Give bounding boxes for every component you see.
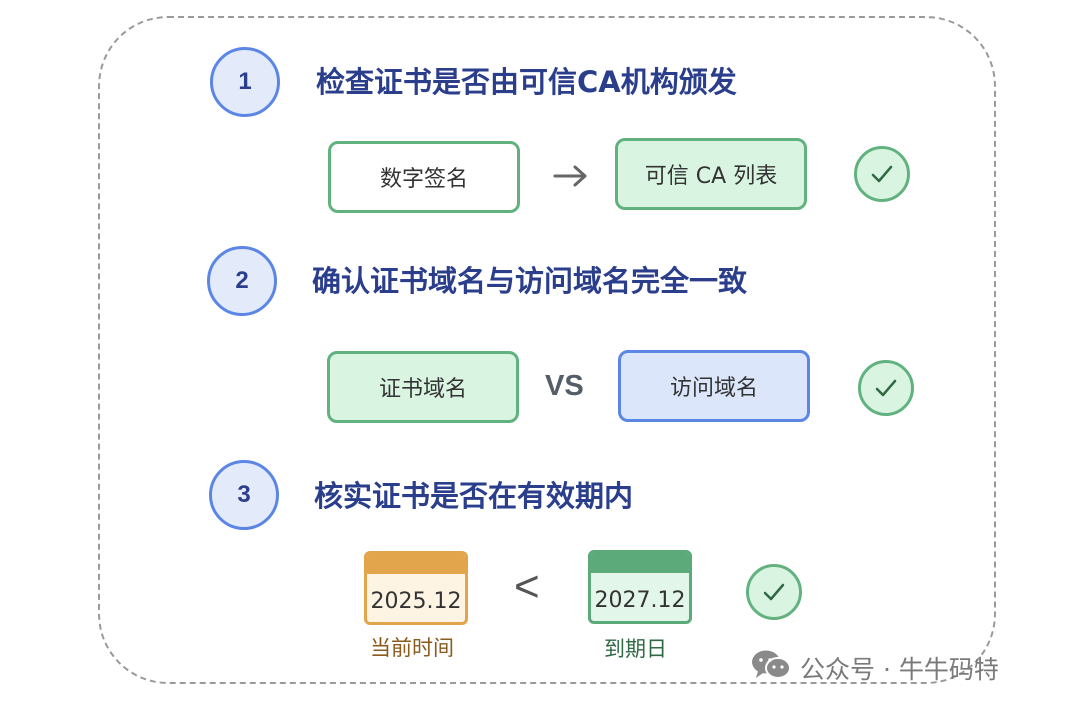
access-domain-box: 访问域名 bbox=[618, 350, 810, 422]
step-2-title: 确认证书域名与访问域名完全一致 bbox=[312, 264, 748, 298]
wechat-icon bbox=[750, 648, 792, 688]
calendar-icon-expiry: 2027.12 bbox=[588, 550, 692, 624]
digital-signature-label: 数字签名 bbox=[379, 167, 468, 192]
step-1-number: 1 bbox=[238, 68, 252, 95]
access-domain-label: 访问域名 bbox=[669, 376, 758, 401]
less-than-symbol: < bbox=[514, 562, 540, 611]
step-3-number: 3 bbox=[237, 481, 251, 508]
check-icon bbox=[746, 564, 802, 620]
watermark: 公众号 · 牛牛码特 bbox=[750, 648, 999, 688]
check-icon bbox=[854, 146, 910, 202]
step-2-circle: 2 bbox=[207, 246, 277, 316]
calendar-icon-current: 2025.12 bbox=[364, 551, 468, 625]
step-3-title: 核实证书是否在有效期内 bbox=[314, 479, 634, 513]
arrow-right-icon bbox=[549, 156, 593, 196]
current-date: 2025.12 bbox=[370, 588, 462, 614]
trusted-ca-list-box: 可信 CA 列表 bbox=[615, 138, 807, 210]
digital-signature-box: 数字签名 bbox=[328, 141, 520, 213]
check-icon bbox=[858, 360, 914, 416]
step-1-title: 检查证书是否由可信CA机构颁发 bbox=[316, 65, 737, 99]
vs-label: VS bbox=[545, 370, 584, 402]
trusted-ca-list-label: 可信 CA 列表 bbox=[644, 164, 778, 189]
certificate-domain-label: 证书域名 bbox=[378, 377, 467, 402]
step-1-circle: 1 bbox=[210, 47, 280, 117]
step-3-circle: 3 bbox=[209, 460, 279, 530]
certificate-domain-box: 证书域名 bbox=[327, 351, 519, 423]
expiry-label: 到期日 bbox=[604, 637, 667, 661]
dashed-frame bbox=[98, 16, 996, 684]
expiry-date: 2027.12 bbox=[594, 587, 686, 613]
step-2-number: 2 bbox=[235, 267, 249, 294]
current-time-label: 当前时间 bbox=[370, 636, 454, 660]
watermark-text: 公众号 · 牛牛码特 bbox=[800, 655, 999, 684]
